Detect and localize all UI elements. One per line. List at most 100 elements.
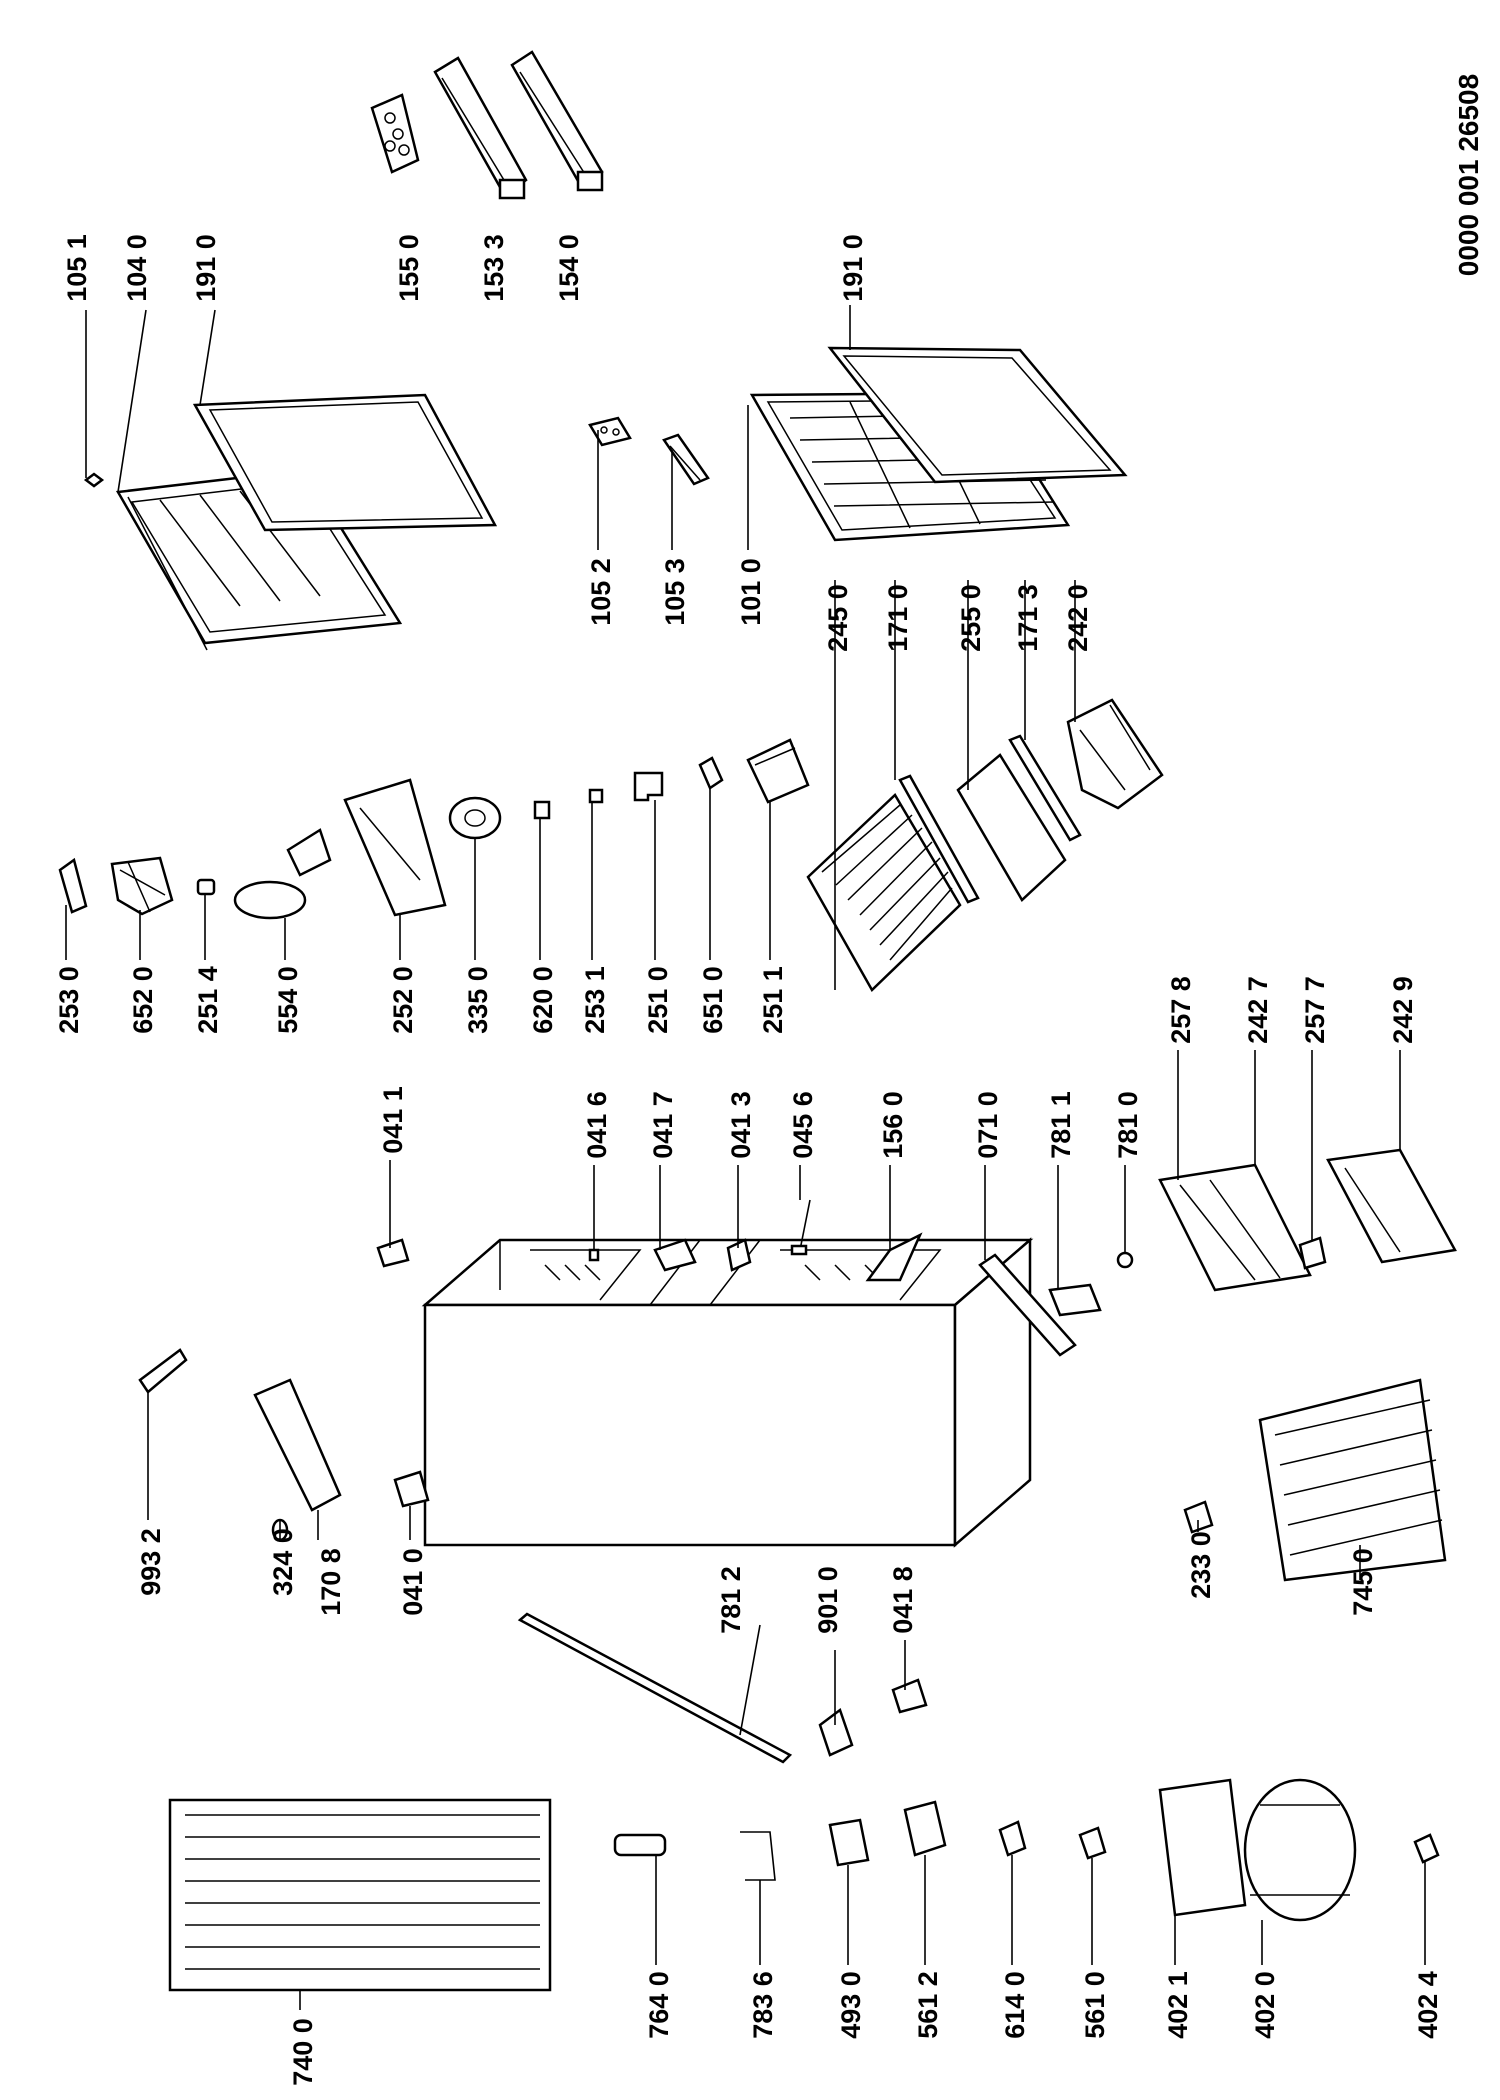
label-041-3: 041 3 [726,1091,756,1159]
label-651-0: 651 0 [698,966,728,1034]
label-041-7: 041 7 [648,1091,678,1159]
part-041-0 [393,1470,430,1508]
part-255-0-glass [956,753,1067,902]
label-554-0: 554 0 [273,966,303,1034]
part-191-0-gasket-lower [827,346,1128,484]
label-561-2: 561 2 [913,1971,943,2039]
part-041-1 [376,1238,410,1268]
label-764-0: 764 0 [644,1971,674,2039]
part-071-0 [978,1253,1077,1357]
part-171-0-shelf-edge [898,774,980,904]
part-153-3-door-shelf [433,56,528,200]
label-781-2: 781 2 [716,1566,746,1634]
part-242-7-crisper [1158,1163,1312,1292]
label-104-0: 104 0 [122,234,152,302]
label-652-0: 652 0 [128,966,158,1034]
part-402-1-tray [1158,1778,1247,1917]
label-257-8: 257 8 [1166,976,1196,1044]
label-191-0: 191 0 [191,234,221,302]
label-041-8: 041 8 [888,1566,918,1634]
label-171-0: 171 0 [883,584,913,652]
label-253-0: 253 0 [54,966,84,1034]
part-561-0 [1078,1826,1107,1860]
part-783-6 [740,1831,776,1881]
part-045-6 [790,1199,811,1256]
label-153-3: 153 3 [479,234,509,302]
label-335-0: 335 0 [463,966,493,1034]
part-170-8 [253,1378,342,1512]
part-740-0-condenser [168,1798,552,1992]
label-561-0: 561 0 [1080,1971,1110,2039]
label-101-0: 101 0 [736,558,766,626]
part-554-0-lamp [233,828,332,920]
label-154-0: 154 0 [554,234,584,302]
label-252-0: 252 0 [388,966,418,1034]
label-155-0: 155 0 [394,234,424,302]
part-171-3-trim [1008,734,1082,842]
part-105-1 [83,472,105,488]
part-105-2-hinge [588,416,632,447]
label-993-2: 993 2 [136,1528,166,1596]
part-041-7 [653,1238,697,1272]
part-402-0-compressor [1243,1778,1357,1922]
label-740-0: 740 0 [288,2018,318,2086]
part-242-0-crisper [1066,698,1164,810]
label-045-6: 045 6 [788,1091,818,1159]
label-251-4: 251 4 [193,966,223,1034]
document-code: 0000 001 26508 [1453,74,1484,276]
part-245-0-wire-shelf [806,793,962,993]
label-783-6: 783 6 [748,1971,778,2039]
part-620-0 [533,800,551,820]
part-154-0-door-shelf [510,50,604,192]
label-156-0: 156 0 [878,1091,908,1159]
label-105-3: 105 3 [660,558,690,626]
label-191-0-b: 191 0 [838,234,868,302]
part-402-4 [1413,1833,1440,1864]
label-745-0: 745 0 [1348,1548,1378,1616]
part-745-0-evaporator [1258,1378,1447,1582]
label-071-0: 071 0 [973,1091,1003,1159]
label-493-0: 493 0 [836,1971,866,2039]
label-255-0: 255 0 [956,584,986,652]
label-105-2: 105 2 [586,558,616,626]
part-191-0-gasket-upper [192,393,498,532]
label-242-7: 242 7 [1243,976,1273,1044]
part-651-0 [698,756,724,790]
part-041-3 [726,1238,752,1272]
part-251-4 [196,878,216,896]
label-402-4: 402 4 [1413,1971,1443,2039]
leader-lines [65,305,1426,2010]
part-652-0 [110,856,174,916]
part-781-0 [1116,1251,1134,1269]
label-614-0: 614 0 [1000,1971,1030,2039]
part-105-3-hinge [662,433,710,486]
part-155-0-egg-tray [370,93,420,174]
part-252-0-housing [343,778,447,917]
label-781-1: 781 1 [1046,1091,1076,1159]
label-170-8: 170 8 [316,1548,346,1616]
label-171-3: 171 3 [1013,584,1043,652]
label-402-1: 402 1 [1163,1971,1193,2039]
label-041-0: 041 0 [398,1548,428,1616]
label-251-1: 251 1 [758,966,788,1034]
part-156-0-tray [865,1232,923,1282]
label-324-0: 324 0 [268,1528,298,1596]
part-257-7 [1298,1236,1327,1270]
part-233-0 [1183,1500,1214,1534]
part-781-1 [1048,1283,1102,1317]
label-041-6: 041 6 [582,1091,612,1159]
label-253-1: 253 1 [580,966,610,1034]
part-labels: 105 1 104 0 191 0 155 0 153 3 154 0 105 … [54,234,1443,2086]
part-251-0 [633,771,664,802]
label-402-0: 402 0 [1250,1971,1280,2039]
label-105-1: 105 1 [62,234,92,302]
part-251-1-box [746,738,810,804]
label-781-0: 781 0 [1113,1091,1143,1159]
label-242-9: 242 9 [1388,976,1418,1044]
label-245-0: 245 0 [823,584,853,652]
part-781-2-strip [517,1612,793,1764]
part-335-0-knob [448,796,502,840]
part-041-6 [588,1248,600,1262]
part-764-0 [613,1833,667,1857]
